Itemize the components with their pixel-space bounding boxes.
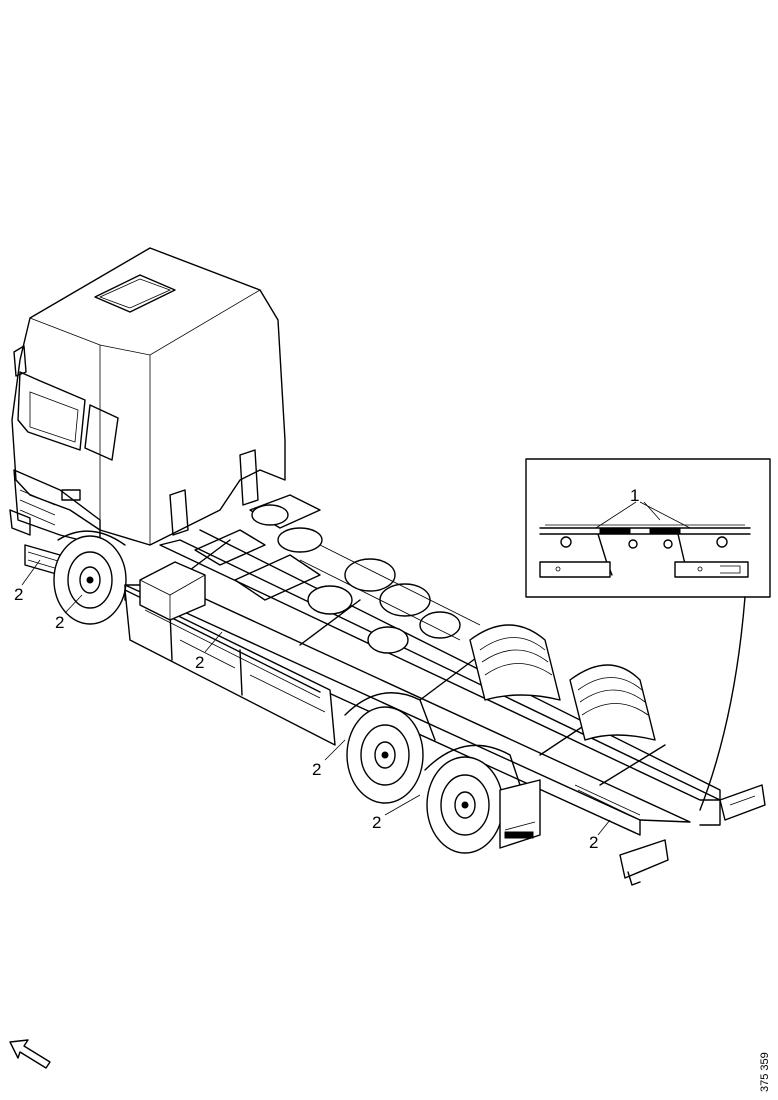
callout-2-front-wheel: 2 (55, 613, 64, 632)
rear-wheels-far (469, 624, 656, 741)
callout-leaders (21, 559, 611, 836)
chassis-frame (124, 529, 721, 836)
callout-1: 1 (630, 486, 639, 505)
inset-detail (525, 458, 771, 598)
rear-light-left (619, 839, 669, 886)
truck-cab (9, 247, 286, 576)
callout-2-rear-frame: 2 (589, 833, 598, 852)
image-code: 375 359 (759, 1052, 771, 1092)
direction-arrow-icon (9, 1039, 51, 1069)
chassis-components (139, 494, 481, 654)
rear-reflector-strip (574, 784, 641, 816)
callout-2-middle-axle: 2 (312, 760, 321, 779)
callout-2-rear-axle: 2 (372, 813, 381, 832)
rear-light-right (719, 784, 766, 821)
callout-2-front-step: 2 (14, 585, 23, 604)
front-wheel (53, 530, 127, 625)
rear-wheel (424, 744, 541, 854)
middle-wheel (344, 692, 436, 804)
inset-leader (699, 596, 746, 811)
callout-2-side-skirt: 2 (195, 653, 204, 672)
